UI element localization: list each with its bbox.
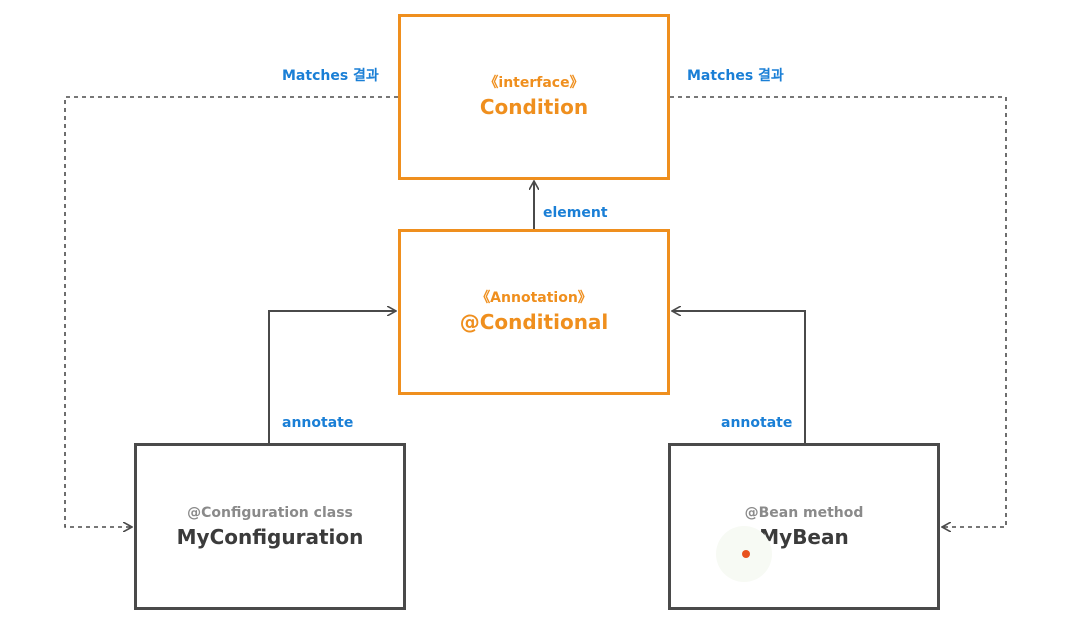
conditional-stereotype: 《Annotation》	[476, 290, 592, 306]
myconfiguration-name: MyConfiguration	[176, 524, 364, 549]
condition-stereotype: 《interface》	[484, 75, 584, 91]
annotate-left-label: annotate	[282, 415, 354, 431]
matches-right-label: Matches 결과	[687, 68, 784, 84]
annotate-left-arrow	[268, 311, 396, 443]
mybean-name: MyBean	[759, 524, 849, 549]
cursor-dot	[742, 550, 750, 558]
myconfiguration-stereotype: @Configuration class	[187, 504, 353, 521]
myconfiguration-box: @Configuration class MyConfiguration	[134, 443, 406, 610]
condition-name: Condition	[479, 95, 589, 119]
element-label: element	[543, 205, 608, 221]
mybean-stereotype: @Bean method	[744, 504, 864, 521]
conditional-name: @Conditional	[459, 310, 609, 334]
matches-left-label: Matches 결과	[282, 68, 379, 84]
matches-left-arrow	[64, 96, 398, 527]
condition-box: 《interface》 Condition	[398, 14, 670, 180]
conditional-box: 《Annotation》 @Conditional	[398, 229, 670, 395]
annotate-right-label: annotate	[721, 415, 793, 431]
matches-right-arrow	[670, 96, 1007, 527]
mybean-box: @Bean method MyBean	[668, 443, 940, 610]
annotate-right-arrow	[672, 311, 806, 443]
